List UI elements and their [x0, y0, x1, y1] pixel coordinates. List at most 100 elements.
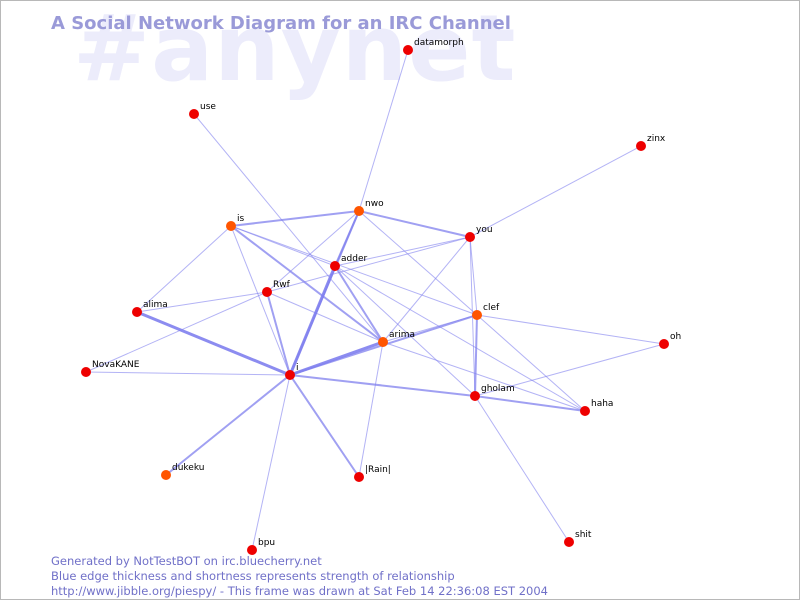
node-dot-nwo — [354, 206, 364, 216]
node-shit: shit — [564, 530, 592, 547]
edge-adder-i — [288, 265, 337, 376]
edge-arima-haha — [382, 341, 586, 412]
node-oh: oh — [659, 332, 681, 349]
edge-clef-oh — [476, 314, 665, 345]
node-dot-Rwf — [262, 287, 272, 297]
edge-adder-arima — [334, 265, 384, 343]
node-label-zinx: zinx — [647, 134, 666, 144]
node-dot-alima — [132, 307, 142, 317]
footer: Generated by NotTestBOT on irc.bluecherr… — [51, 554, 548, 599]
edge-adder-gholam — [334, 265, 476, 397]
node-label-use: use — [200, 102, 216, 112]
edge-clef-haha — [476, 314, 586, 412]
node-i: i — [285, 363, 299, 380]
node-label-arima: arima — [389, 330, 415, 340]
node-nwo: nwo — [354, 199, 384, 216]
edge-i-bpu — [251, 374, 291, 551]
node-clef: clef — [472, 303, 500, 320]
edge-NovaKANE-i — [85, 371, 291, 376]
node-label-gholam: gholam — [481, 384, 515, 394]
node-Rwf: Rwf — [262, 280, 291, 297]
node-gholam: gholam — [470, 384, 515, 401]
node-label-shit: shit — [575, 530, 592, 540]
node-dot-NovaKANE — [81, 367, 91, 377]
edge-is-i — [230, 225, 291, 376]
edge-is-clef — [230, 225, 478, 316]
node-label-oh: oh — [670, 332, 681, 342]
node-haha: haha — [580, 399, 613, 416]
node-label-datamorph: datamorph — [414, 38, 464, 48]
edge-clef-gholam — [474, 314, 478, 397]
node-arima: arima — [378, 330, 415, 347]
node-label-Rain: |Rain| — [365, 465, 391, 475]
node-dot-clef — [472, 310, 482, 320]
node-label-clef: clef — [483, 303, 500, 313]
edge-nwo-is — [230, 210, 360, 227]
node-dot-is — [226, 221, 236, 231]
node-datamorph: datamorph — [403, 38, 464, 55]
edge-i-Rain — [289, 374, 360, 478]
edges-layer — [85, 49, 665, 551]
node-dot-adder — [330, 261, 340, 271]
edge-nwo-Rwf — [266, 210, 360, 293]
edge-gholam-haha — [474, 395, 586, 412]
edge-arima-Rain — [358, 341, 384, 478]
edge-nwo-you — [358, 210, 471, 238]
node-dot-arima — [378, 337, 388, 347]
edge-adder-haha — [334, 265, 586, 412]
node-is: is — [226, 214, 245, 231]
node-label-Rwf: Rwf — [273, 280, 291, 290]
edge-alima-i — [136, 310, 291, 377]
edge-datamorph-nwo — [358, 49, 409, 212]
node-dot-use — [189, 109, 199, 119]
node-use: use — [189, 102, 216, 119]
node-dot-gholam — [470, 391, 480, 401]
node-dot-Rain — [354, 472, 364, 482]
node-dukeku: dukeku — [161, 463, 204, 480]
node-bpu: bpu — [247, 538, 275, 555]
node-dot-dukeku — [161, 470, 171, 480]
node-dot-oh — [659, 339, 669, 349]
node-label-i: i — [296, 363, 299, 373]
node-dot-shit — [564, 537, 574, 547]
edge-i-dukeku — [165, 374, 291, 476]
edge-nwo-clef — [358, 210, 478, 316]
node-dot-bpu — [247, 545, 257, 555]
node-dot-you — [465, 232, 475, 242]
node-Rain: |Rain| — [354, 465, 391, 482]
edge-is-arima — [230, 225, 384, 343]
edge-Rwf-alima — [136, 291, 268, 313]
node-label-you: you — [476, 225, 493, 235]
node-label-haha: haha — [591, 399, 613, 409]
edge-arima-i — [289, 340, 384, 377]
edge-is-alima — [136, 225, 232, 313]
edge-Rwf-arima — [266, 291, 384, 343]
node-label-is: is — [237, 214, 245, 224]
node-alima: alima — [132, 300, 168, 317]
edge-you-adder — [334, 236, 471, 267]
edge-you-clef — [469, 236, 478, 316]
node-label-adder: adder — [341, 254, 367, 264]
footer-generated-by: Generated by NotTestBOT on irc.bluecherr… — [51, 554, 322, 568]
edge-gholam-oh — [474, 343, 665, 397]
node-dot-datamorph — [403, 45, 413, 55]
node-label-dukeku: dukeku — [172, 463, 204, 473]
node-label-bpu: bpu — [258, 538, 275, 548]
edge-i-gholam — [289, 374, 476, 397]
edge-use-arima — [193, 113, 384, 343]
footer-url-timestamp: http://www.jibble.org/piespy/ - This fra… — [51, 584, 548, 598]
node-label-NovaKANE: NovaKANE — [92, 360, 140, 370]
node-label-nwo: nwo — [365, 199, 384, 209]
node-label-alima: alima — [143, 300, 168, 310]
edge-Rwf-NovaKANE — [85, 291, 268, 373]
diagram-title: A Social Network Diagram for an IRC Chan… — [51, 13, 511, 34]
footer-legend-note: Blue edge thickness and shortness repres… — [51, 569, 455, 583]
node-NovaKANE: NovaKANE — [81, 360, 140, 377]
node-dot-haha — [580, 406, 590, 416]
node-adder: adder — [330, 254, 367, 271]
node-dot-i — [285, 370, 295, 380]
edge-zinx-you — [469, 145, 642, 238]
